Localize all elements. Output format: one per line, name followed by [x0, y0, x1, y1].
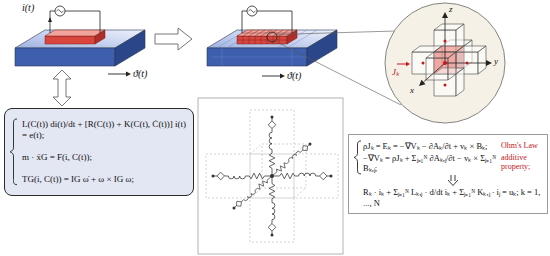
cell-outlines — [206, 110, 338, 242]
equation: TG(i, C(t)) = IG ω̇ + ω × IG ω; — [22, 174, 188, 185]
conductor-mesh — [237, 30, 292, 44]
source-symbol — [55, 6, 65, 16]
branch — [268, 176, 276, 235]
magnifier-circle — [267, 32, 277, 42]
network-node — [270, 174, 274, 178]
field-equations-box: ρJₖ = Eₖ = −∇Vₖ − ∂Aₖ/∂t + vₖ × Bₖ;Ohm's… — [348, 134, 548, 214]
network-panel — [198, 98, 343, 254]
source-symbol — [247, 6, 257, 16]
equation: ρJₖ = Eₖ = −∇Vₖ − ∂Aₖ/∂t + vₖ × Bₖ; — [363, 141, 497, 152]
current-density-arrow — [397, 64, 406, 65]
branch — [213, 172, 272, 180]
equation-row: −∇Vₖ = ρJₖ + Σⱼ₌₁ᴺ ∂Aₖ,ⱼ/∂t − vₖ × Σⱼ₌₁ᴺ… — [363, 153, 543, 174]
law-note: Ohm's Law — [497, 142, 543, 151]
plate-side — [115, 30, 145, 66]
equation: −∇Vₖ = ρJₖ + Σⱼ₌₁ᴺ ∂Aₖ,ⱼ/∂t − vₖ × Σⱼ₌₁ᴺ… — [363, 153, 497, 174]
equation: Rₖ · iₖ + Σⱼ₌₁ᴺ Lₖ,ⱼ · d/dt iₖ + Σⱼ₌₁ᴺ K… — [363, 187, 543, 208]
current-density-arrowhead — [406, 62, 410, 66]
branch — [268, 117, 276, 176]
network-node — [233, 207, 236, 210]
zoom-leader — [275, 31, 401, 105]
current-arrow — [48, 17, 52, 22]
velocity-label: ϑ(t) — [287, 70, 301, 81]
plate-side — [307, 30, 337, 66]
block-arrow — [155, 28, 192, 50]
dashed-cell — [250, 154, 294, 198]
discretized-conductor — [207, 6, 337, 66]
network-node — [309, 143, 312, 146]
center-dot — [444, 84, 447, 87]
left-brace — [10, 119, 18, 185]
equation-row: Rₖ · iₖ + Σⱼ₌₁ᴺ Lₖ,ⱼ · d/dt iₖ + Σⱼ₌₁ᴺ K… — [363, 187, 543, 208]
network-nodes — [212, 116, 333, 237]
center-dot — [444, 40, 447, 43]
network-node — [271, 116, 274, 119]
law-note: additive property; — [497, 154, 543, 172]
cell-face — [456, 68, 464, 96]
equation: m · ẍG = F(i, C(t)); — [22, 152, 188, 163]
equation-row: ρJₖ = Eₖ = −∇Vₖ − ∂Aₖ/∂t + vₖ × Bₖ;Ohm's… — [363, 141, 543, 152]
velocity-label: ϑ(t) — [133, 68, 147, 79]
center-dot — [466, 62, 469, 65]
velocity-arrow — [262, 76, 280, 77]
axis-arrowhead — [486, 60, 492, 66]
equation: L(C(t)) di(t)/dt + [R(C(t)) + K(C(t), Ċ(… — [22, 119, 188, 142]
network-node — [212, 175, 215, 178]
source-wave — [249, 10, 256, 13]
system-equations-box: L(C(t)) di(t)/dt + [R(C(t)) + K(C(t), Ċ(… — [4, 108, 194, 196]
velocity-arrowhead — [280, 74, 285, 79]
conductor-top — [45, 30, 105, 36]
left-brace — [354, 141, 362, 174]
z-axis — [445, 17, 446, 63]
plate-mesh — [212, 30, 317, 66]
element-cells — [412, 24, 486, 96]
branch — [270, 142, 312, 179]
zoom-circle — [385, 3, 505, 123]
source-wave — [57, 10, 64, 13]
conductor-on-plate — [15, 6, 145, 77]
left-brace-shape — [10, 119, 17, 185]
axis-label: z — [449, 5, 453, 15]
x-axis — [424, 63, 446, 82]
branch — [272, 172, 331, 180]
velocity-arrow — [108, 74, 126, 75]
center-dot — [443, 61, 447, 65]
left-brace-shape — [354, 141, 361, 174]
implies-arrow — [447, 175, 459, 186]
implies-arrow-shape — [448, 175, 458, 186]
cell-face — [448, 52, 456, 80]
double-arrow — [53, 70, 71, 106]
axes — [419, 12, 492, 86]
equivalent-network — [212, 116, 333, 237]
y-axis — [445, 63, 487, 64]
axis-arrowhead — [442, 12, 448, 18]
network-node — [330, 175, 333, 178]
axis-label: y — [494, 57, 498, 67]
current-label: i(t) — [22, 2, 34, 13]
center-dot — [422, 62, 425, 65]
conductor-front — [45, 36, 95, 44]
axis-label: x — [410, 86, 414, 96]
dashed-cell — [250, 144, 306, 198]
velocity-arrowhead — [126, 72, 131, 77]
cell-centers — [422, 40, 469, 87]
axis-arrowhead — [419, 80, 426, 86]
dashed-cell — [262, 144, 306, 188]
plate-front — [15, 48, 115, 66]
network-node — [271, 234, 274, 237]
cell-face — [478, 46, 486, 74]
branch — [232, 174, 274, 211]
current-density-label: Jₖ — [392, 68, 399, 78]
